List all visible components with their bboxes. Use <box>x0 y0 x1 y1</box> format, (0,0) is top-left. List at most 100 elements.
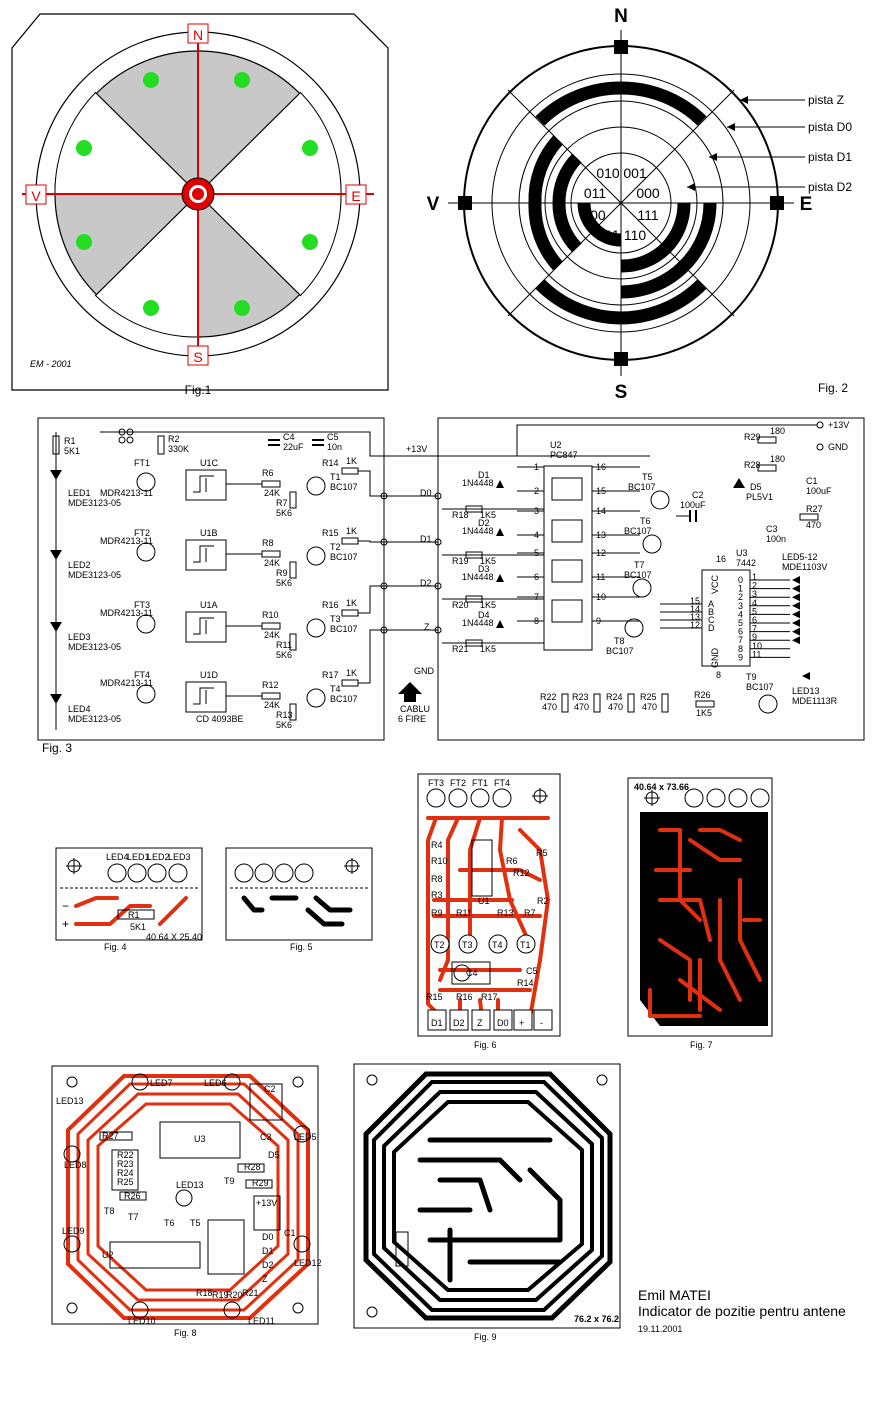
fig8-led9: LED9 <box>62 1226 85 1236</box>
r14-label: R14 <box>322 458 339 468</box>
fig9-caption: Fig. 9 <box>474 1332 497 1342</box>
fig8-led6: LED6 <box>204 1078 227 1088</box>
d4-part: 1N4448 <box>462 618 494 628</box>
fig6-pad-z: Z <box>477 1018 483 1028</box>
r25-value: 470 <box>642 702 657 712</box>
c1-label: C1 <box>806 476 818 486</box>
r23-value: 470 <box>574 702 589 712</box>
c5-label: C5 <box>327 432 339 442</box>
r28-label: R28 <box>744 460 761 470</box>
t4-part: BC107 <box>330 694 358 704</box>
fig6-r13: R13 <box>497 908 514 918</box>
led4-name: LED4 <box>68 704 91 714</box>
fig1-south: S <box>193 349 202 365</box>
t2-name: T2 <box>330 542 341 552</box>
bus-z: Z <box>424 622 430 632</box>
t3-part: BC107 <box>330 624 358 634</box>
fig6-r17: R17 <box>481 992 498 1002</box>
gate-U1A: U1A <box>200 600 218 610</box>
d2-name: D2 <box>478 518 490 528</box>
bus-d1: D1 <box>420 534 432 544</box>
led1-name: LED1 <box>68 488 91 498</box>
u3-in-A: A <box>708 599 714 609</box>
led13-label: LED13 <box>792 686 820 696</box>
gnd-label: GND <box>828 442 849 452</box>
r13-value: 5K6 <box>276 720 292 730</box>
fig6-r9: R9 <box>431 908 443 918</box>
u3-out-3: 3 <box>738 601 743 611</box>
fig2-code-100: 100 <box>582 207 606 223</box>
fig2-track-z: pista Z <box>808 93 844 107</box>
ft4-name: FT4 <box>134 670 150 680</box>
d1-name: D1 <box>478 470 490 480</box>
r19-label: R19 <box>452 556 469 566</box>
fig8-r26: R26 <box>124 1191 141 1201</box>
u3-pin16: 16 <box>716 554 726 564</box>
u3-out-1: 1 <box>738 584 743 594</box>
r18-label: R18 <box>452 510 469 520</box>
fig2-code-101: 101 <box>596 227 620 243</box>
r17-label: R17 <box>322 670 339 680</box>
u3-out-pin-0: 1 <box>752 572 757 582</box>
fig2-caption: Fig. 2 <box>818 381 848 395</box>
fig3-caption: Fig. 3 <box>42 741 72 755</box>
fig4-led4: LED4 <box>106 852 129 862</box>
t4-name: T4 <box>330 684 341 694</box>
fig8-pad-d0: D0 <box>262 1232 274 1242</box>
r25-label: R25 <box>640 692 657 702</box>
fig2-tracks <box>528 81 717 325</box>
fig4-led1: LED1 <box>127 852 150 862</box>
r21-label: R21 <box>452 644 469 654</box>
d5-value: PL5V1 <box>746 492 773 502</box>
fig8-led12: LED12 <box>294 1258 322 1268</box>
fig8-led10: LED10 <box>128 1316 156 1326</box>
fig6-c4: C4 <box>466 968 478 978</box>
d5-label: D5 <box>750 482 762 492</box>
fig8-r19: R19 <box>212 1290 229 1300</box>
fig9-pcb: 76.2 x 76.2 Fig. 9 <box>353 1063 621 1342</box>
led1-part: MDE3123-05 <box>68 498 121 508</box>
r11-label: R11 <box>276 640 292 650</box>
r9-value: 5K6 <box>276 578 292 588</box>
r2-label: R2 <box>168 434 180 444</box>
u3-out-7: 7 <box>738 635 743 645</box>
vcc-label: +13V <box>828 420 849 430</box>
t7-label: T7 <box>634 560 645 570</box>
r7-value: 5K6 <box>276 508 292 518</box>
fig6-r5: R5 <box>536 848 548 858</box>
r6-value: 24K <box>264 488 280 498</box>
r8-label: R8 <box>262 538 274 548</box>
ft4-part: MDR4213-11 <box>100 678 153 688</box>
fig6-pad-minus: - <box>540 1018 543 1028</box>
u2-name: U2 <box>550 440 562 450</box>
fig1-east: E <box>351 188 360 204</box>
fig8-t9: T9 <box>224 1176 235 1186</box>
fig6-r2: R2 <box>537 896 549 906</box>
t2-part: BC107 <box>330 552 358 562</box>
led2-name: LED2 <box>68 560 91 570</box>
fig2-code-110: 110 <box>624 227 647 243</box>
fig8-u2: U2 <box>102 1250 114 1260</box>
r22-value: 470 <box>542 702 557 712</box>
u3-out-pin-9: 11 <box>752 649 761 659</box>
fig2-east: E <box>800 194 813 215</box>
fig8-r23: R23 <box>117 1159 134 1169</box>
r27-label: R27 <box>806 504 823 514</box>
fig6-r11: R11 <box>456 908 472 918</box>
t5-label: T5 <box>642 472 653 482</box>
fig2-south: S <box>615 382 628 403</box>
fig8-c1: C1 <box>284 1228 296 1238</box>
u3-name: U3 <box>736 548 748 558</box>
r14-value: 1K <box>346 456 357 466</box>
bus-13v: +13V <box>406 444 427 454</box>
t6-part: BC107 <box>624 526 652 536</box>
c3-label: C3 <box>766 524 778 534</box>
c3-value: 100n <box>766 534 786 544</box>
fig8-led8: LED8 <box>64 1160 87 1170</box>
fig4-minus: − <box>62 899 69 913</box>
fig6-r3: R3 <box>431 890 443 900</box>
fig4-size: 40.64 X 25.40 <box>146 932 202 942</box>
led2-part: MDE3123-05 <box>68 570 121 580</box>
